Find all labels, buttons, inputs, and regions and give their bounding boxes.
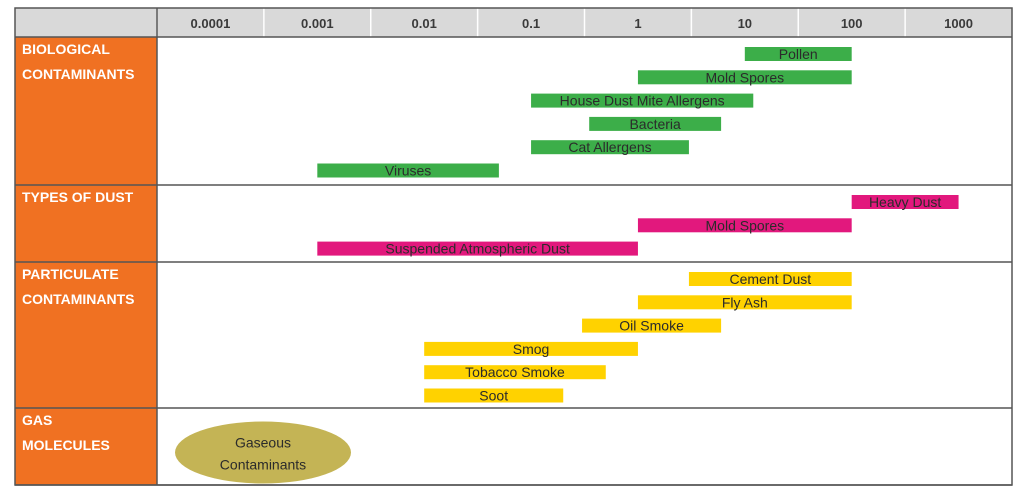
bar-label: Cat Allergens xyxy=(568,139,651,155)
tick-label: 0.01 xyxy=(412,16,437,31)
tick-label: 0.1 xyxy=(522,16,540,31)
bar-label: Pollen xyxy=(779,46,818,62)
gas-ellipse-label: Gaseous xyxy=(235,435,291,451)
range-bar xyxy=(637,218,852,233)
bar-label: House Dust Mite Allergens xyxy=(560,93,725,109)
chart-frame xyxy=(14,7,1013,486)
range-bar xyxy=(589,116,722,131)
range-bar xyxy=(637,70,852,85)
category-label: PARTICULATE xyxy=(22,266,119,282)
range-bar xyxy=(531,93,754,108)
bar-label: Heavy Dust xyxy=(869,194,941,210)
category-label: CONTAMINANTS xyxy=(22,291,135,307)
bar-label: Soot xyxy=(479,388,508,404)
range-bar xyxy=(744,47,852,61)
category-label: BIOLOGICAL xyxy=(22,41,110,57)
category-label: GAS xyxy=(22,412,52,428)
bar-label: Bacteria xyxy=(629,116,681,132)
bar-label: Mold Spores xyxy=(706,69,785,85)
bar-label: Oil Smoke xyxy=(619,318,684,334)
range-bar xyxy=(317,163,499,178)
bar-label: Suspended Atmospheric Dust xyxy=(385,241,570,257)
category-label: TYPES OF DUST xyxy=(22,189,134,205)
range-bar xyxy=(582,318,722,333)
bar-label: Smog xyxy=(513,341,550,357)
bar-label: Tobacco Smoke xyxy=(465,364,565,380)
range-bar xyxy=(531,140,689,155)
category-label: MOLECULES xyxy=(22,437,110,453)
range-bar xyxy=(424,388,564,403)
range-bar xyxy=(637,295,852,310)
range-bar xyxy=(317,241,638,256)
category-column xyxy=(15,37,157,485)
bar-label: Cement Dust xyxy=(729,271,811,287)
header-band xyxy=(15,8,1012,37)
tick-label: 0.0001 xyxy=(191,16,231,31)
bar-label: Mold Spores xyxy=(706,217,785,233)
range-bar xyxy=(688,272,852,286)
range-bar xyxy=(424,365,606,380)
tick-label: 10 xyxy=(738,16,752,31)
tick-label: 1000 xyxy=(944,16,973,31)
range-bar xyxy=(424,341,638,356)
gas-ellipse xyxy=(175,421,351,484)
gas-ellipse-label: Contaminants xyxy=(220,457,306,473)
bar-label: Fly Ash xyxy=(722,294,768,310)
tick-label: 0.001 xyxy=(301,16,334,31)
tick-label: 1 xyxy=(634,16,641,31)
tick-label: 100 xyxy=(841,16,863,31)
category-label: CONTAMINANTS xyxy=(22,66,135,82)
bar-label: Viruses xyxy=(385,163,431,179)
range-bar xyxy=(851,195,959,209)
